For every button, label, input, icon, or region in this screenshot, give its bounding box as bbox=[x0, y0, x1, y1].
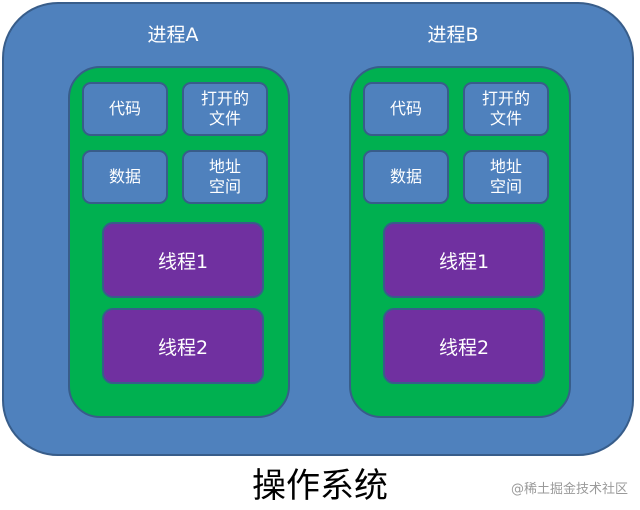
process-b-title: 进程B bbox=[427, 24, 479, 46]
process-a-thread-2: 线程2 bbox=[102, 308, 264, 384]
process-b-data: 数据 bbox=[363, 150, 449, 204]
process-a-title: 进程A bbox=[147, 24, 199, 46]
process-b-code: 代码 bbox=[363, 82, 449, 136]
process-a-address-space: 地址 空间 bbox=[182, 150, 268, 204]
watermark: @稀土掘金技术社区 bbox=[510, 482, 628, 497]
process-b-thread-2: 线程2 bbox=[383, 308, 545, 384]
process-a-data: 数据 bbox=[82, 150, 168, 204]
operating-system-label: 操作系统 bbox=[252, 466, 388, 506]
process-b-thread-1: 线程1 bbox=[383, 222, 545, 298]
process-b-open-files: 打开的 文件 bbox=[463, 82, 549, 136]
process-b-box: 代码 打开的 文件 数据 地址 空间 线程1 线程2 bbox=[349, 66, 571, 418]
process-a-open-files: 打开的 文件 bbox=[182, 82, 268, 136]
process-a-thread-1: 线程1 bbox=[102, 222, 264, 298]
process-a-code: 代码 bbox=[82, 82, 168, 136]
process-a-box: 代码 打开的 文件 数据 地址 空间 线程1 线程2 bbox=[68, 66, 290, 418]
process-b-address-space: 地址 空间 bbox=[463, 150, 549, 204]
